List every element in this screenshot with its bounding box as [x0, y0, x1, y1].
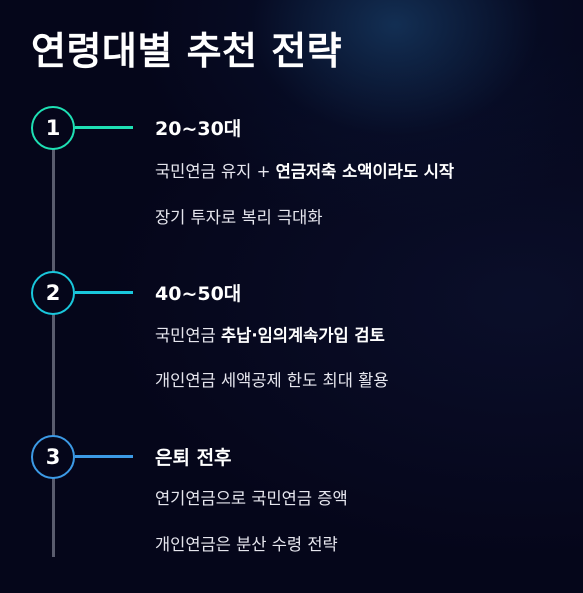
description-text: 연기연금으로 국민연금 증액: [155, 489, 348, 508]
step-number-badge: 2: [31, 271, 75, 315]
description-highlight: 연금저축 소액이라도 시작: [275, 162, 455, 181]
step-description-secondary: 개인연금 세액공제 한도 최대 활용: [155, 371, 389, 390]
description-text: 국민연금: [155, 326, 221, 345]
step-connector: [75, 455, 133, 458]
timeline-line: [52, 127, 55, 557]
step-description-primary: 국민연금 추납·임의계속가입 검토: [155, 322, 385, 346]
step-connector: [75, 291, 133, 294]
description-highlight: 추납·임의계속가입 검토: [220, 326, 385, 345]
step-title: 은퇴 전후: [155, 447, 232, 469]
step-number-badge: 3: [31, 435, 75, 479]
step-description-primary: 연기연금으로 국민연금 증액: [155, 485, 348, 509]
step-title: 20~30대: [155, 118, 242, 140]
step-connector: [75, 126, 133, 129]
step-description-primary: 국민연금 유지 + 연금저축 소액이라도 시작: [155, 158, 454, 182]
step-number-badge: 1: [31, 106, 75, 150]
description-text: 국민연금 유지 +: [155, 162, 276, 181]
step-description-secondary: 개인연금은 분산 수령 전략: [155, 535, 338, 554]
step-title: 40~50대: [155, 283, 242, 305]
step-description-secondary: 장기 투자로 복리 극대화: [155, 208, 323, 227]
page-title: 연령대별 추천 전략: [31, 29, 343, 73]
